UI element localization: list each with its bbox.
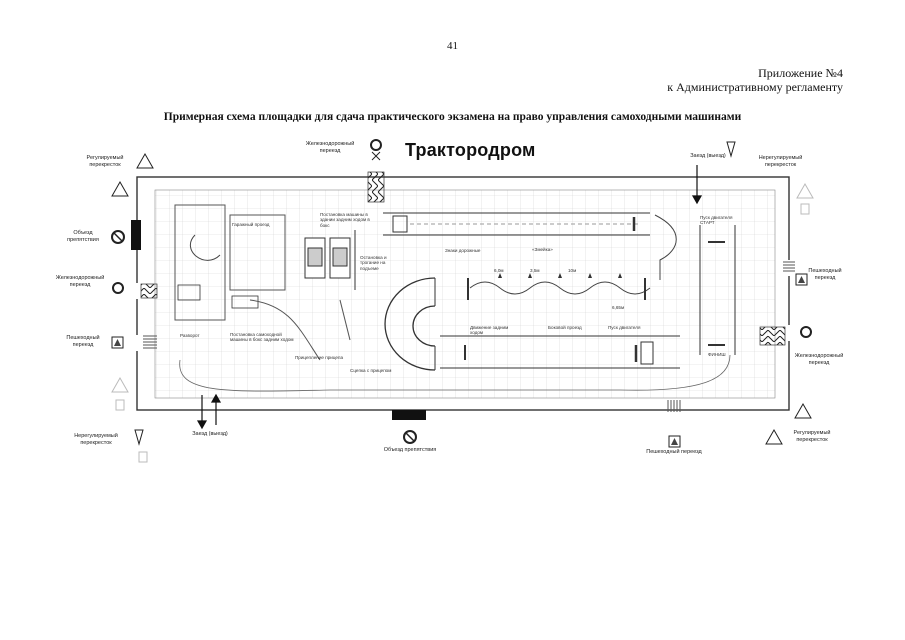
label-trailer: Прицепление прицепа — [295, 355, 343, 360]
page-number: 41 — [447, 40, 458, 52]
appendix-header: Приложение №4 к Административному реглам… — [667, 66, 843, 94]
label-distance-6-5: 6,65м — [612, 305, 625, 310]
pedestrian-crossing-right — [783, 261, 795, 272]
label-pedestrian-left: Пешеходный переезд — [66, 335, 100, 348]
label-obstacle-bottom: Объезд препятствия — [383, 447, 437, 453]
label-stop-in-box: Остановка и трогание на подъеме — [360, 255, 387, 271]
u-turn — [384, 277, 436, 371]
entry-exit-bottom — [196, 393, 222, 430]
label-unregulated-crossing-tr: Нерегулируемый перекресток — [758, 155, 803, 168]
label-pedestrian-right: Пешеходный переезд — [808, 268, 842, 281]
pedestrian-sign-icon — [111, 273, 808, 448]
label-obstacle-left: Объезд препятствия — [67, 230, 99, 243]
regulated-crossing-icon — [111, 152, 154, 197]
label-parking-box: Постановка самоходной машины в бокс задн… — [230, 332, 294, 343]
label-entry-exit-bottom: Заезд (выезд) — [192, 431, 228, 437]
railway-sign-icon — [112, 139, 812, 338]
label-snake: «Змейка» — [532, 247, 553, 252]
entry-exit-top — [691, 165, 703, 205]
railway-crossing-left — [140, 283, 158, 299]
label-garage: Гаражный проезд — [232, 222, 270, 227]
turn-path — [189, 234, 221, 261]
bottom-loop — [179, 354, 731, 392]
label-regulated-crossing-tl: Регулируемый перекресток — [86, 155, 124, 168]
top-lane — [383, 212, 650, 236]
label-railway-right: Железнодорожный переезд — [794, 353, 844, 366]
label-reverse-lane: Движение задним ходом — [470, 325, 509, 336]
snake-course — [467, 273, 651, 300]
label-start: Пуск двигателя СТАРТ — [700, 215, 733, 226]
appendix-line-1: Приложение №4 — [758, 66, 843, 80]
right-curve — [654, 214, 677, 280]
label-reverse-parking: Постановка машины в здании задним ходом … — [320, 212, 370, 228]
pedestrian-crossing-left — [143, 335, 157, 349]
regulated-crossing-right-icon — [765, 402, 812, 445]
label-distance-3-5: 3,5м — [530, 268, 540, 273]
label-railway-top: Железнодорожный переезд — [305, 141, 355, 154]
site-grid — [154, 189, 776, 399]
garage-area — [229, 214, 286, 291]
parking-boxes — [304, 230, 356, 290]
label-unregulated-crossing-bl: Нерегулируемый перекресток — [74, 433, 118, 446]
label-distance-10: 10м — [568, 268, 577, 273]
label-start-finish: Пуск двигателя — [608, 325, 641, 330]
label-turn: Разворот — [180, 333, 200, 338]
pedestrian-crossing-bottom — [667, 400, 681, 412]
label-side-lane: Боковой проезд — [548, 325, 582, 330]
obstacle-block-left — [131, 220, 141, 250]
obstacle-block-bottom — [392, 410, 426, 420]
appendix-line-2: к Административному регламенту — [667, 80, 843, 94]
obstacle-sign-icon — [111, 230, 417, 444]
label-entry-exit-top: Заезд (выезд) — [690, 153, 726, 159]
label-finish: ФИНИШ — [708, 352, 726, 357]
document-title: Примерная схема площадки для сдача практ… — [163, 111, 742, 123]
diagram-title: Трактородром — [405, 140, 536, 160]
label-coupling: Сцепка с прицепом — [350, 368, 392, 373]
unregulated-crossing-icon — [134, 141, 736, 446]
railway-crossing-right — [759, 326, 786, 346]
garage-lane — [440, 335, 680, 369]
label-sign-stop: Знаки дорожные — [445, 248, 481, 253]
label-distance-6-0: 6,0м — [494, 268, 504, 273]
label-railway-left: Железнодорожный переезд — [55, 275, 105, 288]
label-regulated-crossing-br: Регулируемый перекресток — [793, 430, 831, 443]
right-vertical-lane — [699, 225, 736, 355]
railway-crossing-top — [367, 171, 385, 203]
label-pedestrian-bottom: Пешеходный переезд — [646, 449, 702, 455]
left-building — [174, 204, 226, 321]
